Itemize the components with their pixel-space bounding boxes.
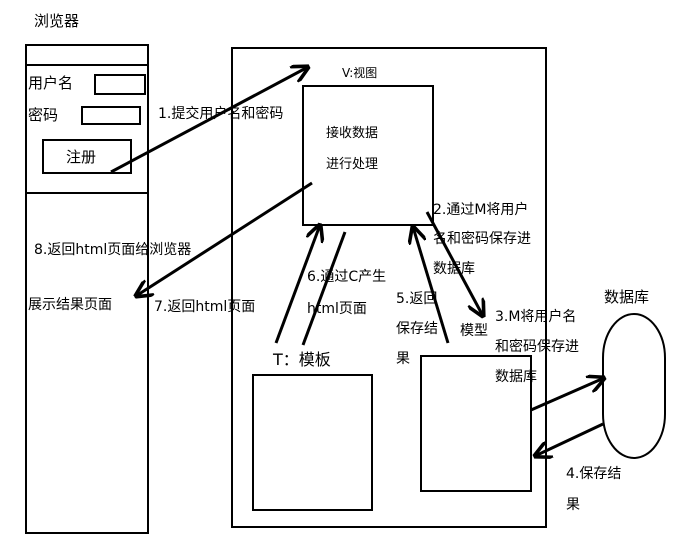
database-shape xyxy=(602,313,666,459)
step-7-label: 7.返回html页面 xyxy=(154,299,256,315)
model-label: 模型 xyxy=(460,323,488,339)
username-label: 用户名 xyxy=(28,74,74,92)
username-field xyxy=(94,74,146,95)
browser-title: 浏览器 xyxy=(34,12,80,30)
model-box xyxy=(420,355,532,492)
step-5-line-2: 保存结 xyxy=(396,321,438,337)
step-2-line-1: 2.通过M将用户 xyxy=(433,202,529,218)
step-5-line-3: 果 xyxy=(396,351,410,367)
step-4-line-1: 4.保存结 xyxy=(566,466,622,482)
arrow-template-to-view xyxy=(274,225,320,344)
step-4-line-2: 果 xyxy=(566,497,580,513)
step-3-line-1: 3.M将用户名 xyxy=(495,309,577,325)
template-label: T：模板 xyxy=(273,350,331,369)
arrow-view-to-model xyxy=(425,211,483,316)
arrow-view-to-template xyxy=(301,231,347,346)
register-button-frame xyxy=(42,139,132,174)
arrow-db-to-model xyxy=(535,422,604,456)
server-frame xyxy=(231,47,547,528)
step-2-line-2: 名和密码保存进 xyxy=(433,231,531,247)
arrow-model-to-view xyxy=(413,227,450,344)
step-6-line-2: html页面 xyxy=(307,301,367,317)
arrow-submit xyxy=(110,67,308,174)
step-3-line-2: 和密码保存进 xyxy=(495,339,579,355)
arrow-return-to-browser xyxy=(136,181,313,296)
step-8-label: 8.返回html页面给浏览器 xyxy=(34,242,192,258)
password-label: 密码 xyxy=(28,106,59,124)
result-page-label: 展示结果页面 xyxy=(28,297,112,313)
arrow-model-to-db xyxy=(530,378,604,412)
register-button[interactable]: 注册 xyxy=(66,148,97,166)
database-label: 数据库 xyxy=(604,288,650,306)
step-6-line-1: 6.通过C产生 xyxy=(307,269,387,285)
step-3-line-3: 数据库 xyxy=(495,369,537,385)
view-box xyxy=(302,85,434,226)
view-line-1: 接收数据 xyxy=(326,126,379,141)
view-title: V:视图 xyxy=(342,66,378,80)
template-box xyxy=(252,374,373,511)
password-field xyxy=(81,106,141,125)
step-1-label: 1.提交用户名和密码 xyxy=(158,106,284,122)
view-line-2: 进行处理 xyxy=(326,157,379,172)
step-5-line-1: 5.返回 xyxy=(396,291,438,307)
step-2-line-3: 数据库 xyxy=(433,261,475,277)
